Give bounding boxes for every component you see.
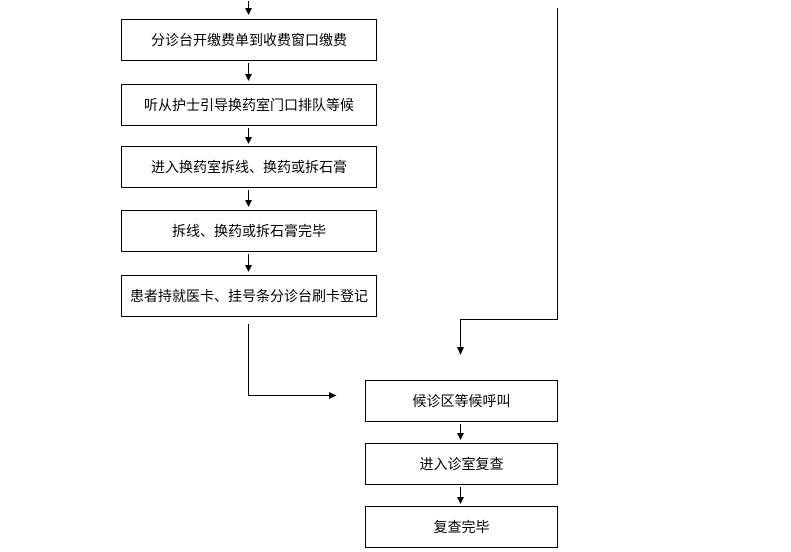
connector-n4-n5 xyxy=(245,254,252,272)
flow-node-enter-dressing-room: 进入换药室拆线、换药或拆石膏 xyxy=(121,146,377,188)
connector-n3-n4 xyxy=(245,190,252,207)
flow-node-recheck-complete: 复查完毕 xyxy=(365,506,558,548)
connector-entry-top xyxy=(245,1,252,15)
connector-n1-n2 xyxy=(245,63,252,81)
arrowhead-down-icon xyxy=(245,265,252,272)
connector-n5-n6-elbow xyxy=(248,324,337,399)
arrowhead-down-icon xyxy=(245,74,252,81)
arrowhead-down-icon xyxy=(457,433,464,440)
connector-n2-n3 xyxy=(245,128,252,144)
connector-top-right-bypass xyxy=(457,8,558,355)
flow-node-procedure-complete: 拆线、换药或拆石膏完毕 xyxy=(121,210,377,252)
connector-n6-n7 xyxy=(457,424,464,440)
arrowhead-right-icon xyxy=(329,392,337,399)
connector-n7-n8 xyxy=(457,487,464,504)
arrowhead-down-icon xyxy=(245,137,252,144)
flow-node-queue-at-dressing-room: 听从护士引导换药室门口排队等候 xyxy=(121,84,377,126)
flow-node-wait-for-call: 候诊区等候呼叫 xyxy=(365,380,558,422)
flow-node-enter-room-recheck: 进入诊室复查 xyxy=(365,443,558,485)
arrowhead-down-icon xyxy=(457,497,464,504)
arrowhead-down-icon xyxy=(245,200,252,207)
arrowhead-down-icon xyxy=(245,8,252,15)
flow-node-pay-at-window: 分诊台开缴费单到收费窗口缴费 xyxy=(121,19,377,61)
arrowhead-down-icon xyxy=(457,347,464,355)
flow-node-swipe-card-register: 患者持就医卡、挂号条分诊台刷卡登记 xyxy=(121,275,377,317)
